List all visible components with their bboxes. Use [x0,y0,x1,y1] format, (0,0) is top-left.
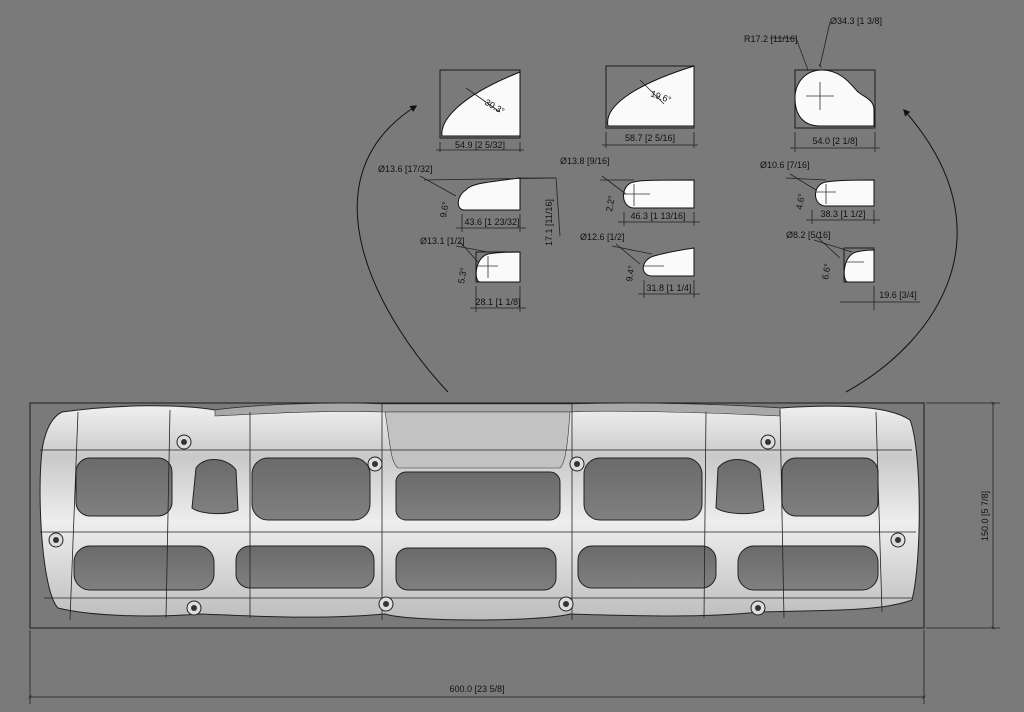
profile-1: 30.3° 54.9 [2 5/32] [436,69,524,152]
profile-3-diameter: Ø34.3 [1 3/8] [830,16,882,26]
profile-4-angle: 9.6° [438,200,451,218]
overall-width-dimension: 600.0 [23 5/8] [28,630,926,704]
profile-8-diameter: Ø12.6 [1/2] [580,232,625,242]
profile-7-angle: 5.3° [456,266,469,284]
profile-8-angle: 9.4° [624,264,637,282]
overall-height-dimension: 150.0 [5 7/8] [926,401,1000,630]
profile-2-width: 58.7 [2 5/16] [625,133,675,143]
profile-9-width: 19.6 [3/4] [879,290,917,300]
profile-5-angle: 2.2° [604,194,617,212]
profile-1-width: 54.9 [2 5/32] [455,140,505,150]
profile-9: Ø8.2 [5/16] 6.6° 19.6 [3/4] [786,230,920,310]
profile-3-radius: R17.2 [11/16] [744,34,797,44]
profile-9-diameter: Ø8.2 [5/16] [786,230,831,240]
board-frame [29,402,925,629]
profile-3-width: 54.0 [2 1/8] [812,136,857,146]
profile-5: Ø13.8 [9/16] 2.2° 46.3 [1 13/16] [560,156,700,226]
profile-6: Ø10.6 [7/16] 4.6° 38.3 [1 1/2] [760,160,880,224]
profile-4-depth: 17.1 [11/16] [544,199,554,246]
profile-4-width: 43.6 [1 23/32] [464,217,519,227]
callout-arrow-right [845,108,958,393]
profile-4-diameter: Ø13.6 [17/32] [378,164,433,174]
profile-8: Ø12.6 [1/2] 9.4° 31.8 [1 1/4] [580,232,700,298]
overall-height-label: 150.0 [5 7/8] [980,491,990,541]
profile-6-angle: 4.6° [794,192,807,210]
profile-6-width: 38.3 [1 1/2] [820,209,865,219]
profile-9-angle: 6.6° [820,262,833,280]
profile-5-diameter: Ø13.8 [9/16] [560,156,610,166]
callout-arrow-left [356,105,449,393]
bolt-holes [48,434,906,616]
profile-5-width: 46.3 [1 13/16] [630,211,685,221]
profile-4: Ø13.6 [17/32] 9.6° 43.6 [1 23/32] 17.1 [… [378,164,561,246]
profile-7-diameter: Ø13.1 [1/2] [420,236,465,246]
hangboard-body [39,402,920,621]
profile-7-width: 28.1 [1 1/8] [475,297,520,307]
profile-6-diameter: Ø10.6 [7/16] [760,160,810,170]
profile-3: R17.2 [11/16] Ø34.3 [1 3/8] 54.0 [2 1/8] [744,16,882,152]
overall-width-label: 600.0 [23 5/8] [449,684,504,694]
profile-7: Ø13.1 [1/2] 5.3° 28.1 [1 1/8] [420,236,526,312]
profile-8-width: 31.8 [1 1/4] [646,283,691,293]
profile-2: 19.6° 58.7 [2 5/16] [602,65,698,148]
